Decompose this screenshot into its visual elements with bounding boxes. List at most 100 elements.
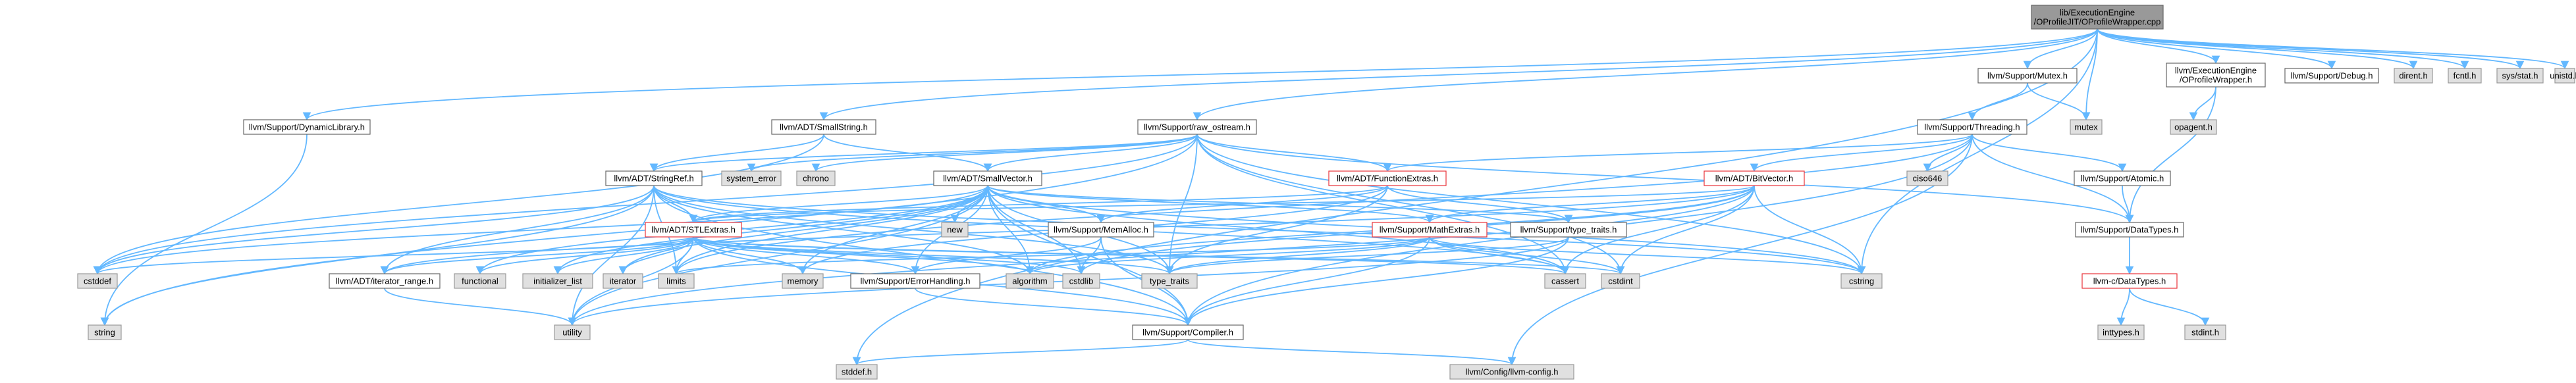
node-label-smallstring: llvm/ADT/SmallString.h <box>780 122 868 132</box>
edge-compiler-to-llvmconfig <box>1187 339 1516 366</box>
edge-stlextras-to-algorithm <box>693 236 1034 275</box>
node-chrono: chrono <box>796 170 836 186</box>
edge-threading-to-datatypes <box>1972 134 2134 224</box>
node-box-debug_h <box>2284 68 2379 84</box>
node-unistd: unistd.h <box>2550 68 2576 84</box>
edge-cdatatypes-to-stdint <box>2129 288 2210 326</box>
edge-stlextras-to-iterator <box>618 236 694 275</box>
node-label-fcntl: fcntl.h <box>2454 71 2477 81</box>
node-typetraits_h[interactable]: llvm/Support/type_traits.h <box>1510 222 1627 238</box>
node-functionextras[interactable]: llvm/ADT/FunctionExtras.h <box>1328 170 1447 186</box>
node-label-debug_h: llvm/Support/Debug.h <box>2290 71 2373 81</box>
node-mutex_h[interactable]: llvm/Support/Mutex.h <box>1977 68 2078 84</box>
node-dynlib[interactable]: llvm/Support/DynamicLibrary.h <box>243 119 371 135</box>
node-label-stlextras: llvm/ADT/STLExtras.h <box>651 225 736 235</box>
node-debug_h[interactable]: llvm/Support/Debug.h <box>2284 68 2379 84</box>
node-box-cdatatypes <box>2081 273 2178 289</box>
node-root[interactable]: lib/ExecutionEngine/OProfileJIT/OProfile… <box>2031 5 2164 30</box>
node-iterator: iterator <box>603 273 643 289</box>
node-cassert: cassert <box>1544 273 1586 289</box>
edge-compiler-to-stddef <box>853 339 1189 366</box>
node-cdatatypes[interactable]: llvm-c/DataTypes.h <box>2081 273 2178 289</box>
edge-threading-to-functionextras <box>1383 134 1973 172</box>
edge-bitvector-to-cassert <box>1561 185 1755 275</box>
node-label-unistd: unistd.h <box>2550 71 2576 81</box>
node-box-cstddef <box>77 273 118 289</box>
node-initlist: initializer_list <box>522 273 593 289</box>
edge-smallstring-to-stringref <box>649 134 824 172</box>
node-bitvector[interactable]: llvm/ADT/BitVector.h <box>1704 170 1805 186</box>
edge-mathextras-to-type_traits <box>1165 236 1430 275</box>
node-iteratorrange[interactable]: llvm/ADT/iterator_range.h <box>329 273 441 289</box>
edge-rawostream-to-type_traits <box>1165 134 1198 275</box>
node-box-inttypes <box>2097 324 2145 340</box>
node-box-stlextras <box>645 222 742 238</box>
node-cstddef: cstddef <box>77 273 118 289</box>
node-cstdint: cstdint <box>1601 273 1640 289</box>
node-box-bitvector <box>1704 170 1805 186</box>
node-box-cstdlib <box>1062 273 1100 289</box>
node-limits: limits <box>658 273 695 289</box>
node-datatypes[interactable]: llvm/Support/DataTypes.h <box>2075 222 2184 238</box>
edge-root-to-mutex_h <box>2023 28 2098 70</box>
node-label-string: string <box>94 328 115 338</box>
node-box-iteratorrange <box>329 273 441 289</box>
node-label-stdint: stdint.h <box>2191 328 2219 338</box>
edge-threading-to-atomic <box>1972 134 2127 172</box>
node-stringref[interactable]: llvm/ADT/StringRef.h <box>605 170 703 186</box>
edge-root-to-stddef <box>852 28 2098 366</box>
node-label-memalloc: llvm/Support/MemAlloc.h <box>1054 225 1148 235</box>
node-box-mutex_h <box>1977 68 2078 84</box>
node-functional: functional <box>454 273 506 289</box>
node-label-functionextras: llvm/ADT/FunctionExtras.h <box>1337 174 1438 184</box>
node-box-threading <box>1917 119 2027 135</box>
node-smallstring[interactable]: llvm/ADT/SmallString.h <box>771 119 876 135</box>
edge-memalloc-to-cstdlib <box>1077 236 1102 275</box>
edge-stlextras-to-initlist <box>553 236 694 275</box>
node-box-algorithm <box>1006 273 1054 289</box>
edge-smallstring-to-smallvector <box>823 134 992 172</box>
node-errorhandling[interactable]: llvm/Support/ErrorHandling.h <box>850 273 980 289</box>
node-label-chrono: chrono <box>803 174 829 184</box>
node-cstdlib: cstdlib <box>1062 273 1100 289</box>
node-label-typetraits_h: llvm/Support/type_traits.h <box>1520 225 1617 235</box>
edge-stringref-to-cstddef <box>93 185 655 275</box>
node-box-memalloc <box>1048 222 1154 238</box>
node-mutex: mutex <box>2070 119 2103 135</box>
node-box-cstdint <box>1601 273 1640 289</box>
node-box-type_traits <box>1141 273 1198 289</box>
node-box-ciso646 <box>1906 170 1948 186</box>
edge-mutex_h-to-mutex <box>2027 82 2091 121</box>
node-box-cassert <box>1544 273 1586 289</box>
node-rawostream[interactable]: llvm/Support/raw_ostream.h <box>1137 119 1257 135</box>
edge-root-to-sysstat <box>2097 28 2525 70</box>
node-box-smallstring <box>771 119 876 135</box>
node-box-unistd <box>2554 68 2575 84</box>
node-oprofwrapper[interactable]: llvm/ExecutionEngine/OProfileWrapper.h <box>2166 63 2266 88</box>
node-label-mutex_h: llvm/Support/Mutex.h <box>1987 71 2068 81</box>
edge-smallvector-to-cstdlib <box>987 185 1086 275</box>
edge-rawostream-to-cstring <box>1196 134 1866 275</box>
edge-stringref-to-algorithm <box>653 185 1034 275</box>
node-label-type_traits: type_traits <box>1150 276 1189 286</box>
node-box-utility <box>554 324 591 340</box>
node-box-stringref <box>605 170 703 186</box>
node-label-smallvector: llvm/ADT/SmallVector.h <box>943 174 1033 184</box>
node-label-opagent: opagent.h <box>2174 122 2213 132</box>
node-memalloc[interactable]: llvm/Support/MemAlloc.h <box>1048 222 1154 238</box>
node-stlextras[interactable]: llvm/ADT/STLExtras.h <box>645 222 742 238</box>
node-llvmconfig: llvm/Config/llvm-config.h <box>1449 364 1574 380</box>
node-mathextras[interactable]: llvm/Support/MathExtras.h <box>1372 222 1488 238</box>
node-compiler[interactable]: llvm/Support/Compiler.h <box>1132 324 1244 340</box>
node-smallvector[interactable]: llvm/ADT/SmallVector.h <box>933 170 1042 186</box>
edge-threading-to-bitvector <box>1750 134 1973 172</box>
node-threading[interactable]: llvm/Support/Threading.h <box>1917 119 2027 135</box>
edge-rawostream-to-chrono <box>811 134 1198 172</box>
node-box-atomic <box>2074 170 2171 186</box>
edge-typetraits_h-to-type_traits <box>1165 236 1569 275</box>
edge-mathextras-to-cstring <box>1429 236 1866 275</box>
edge-mathextras-to-cstdint <box>1429 236 1625 275</box>
node-atomic[interactable]: llvm/Support/Atomic.h <box>2074 170 2171 186</box>
edge-rawostream-to-stringref <box>650 134 1198 172</box>
edge-bitvector-to-mathextras <box>1425 185 1755 224</box>
